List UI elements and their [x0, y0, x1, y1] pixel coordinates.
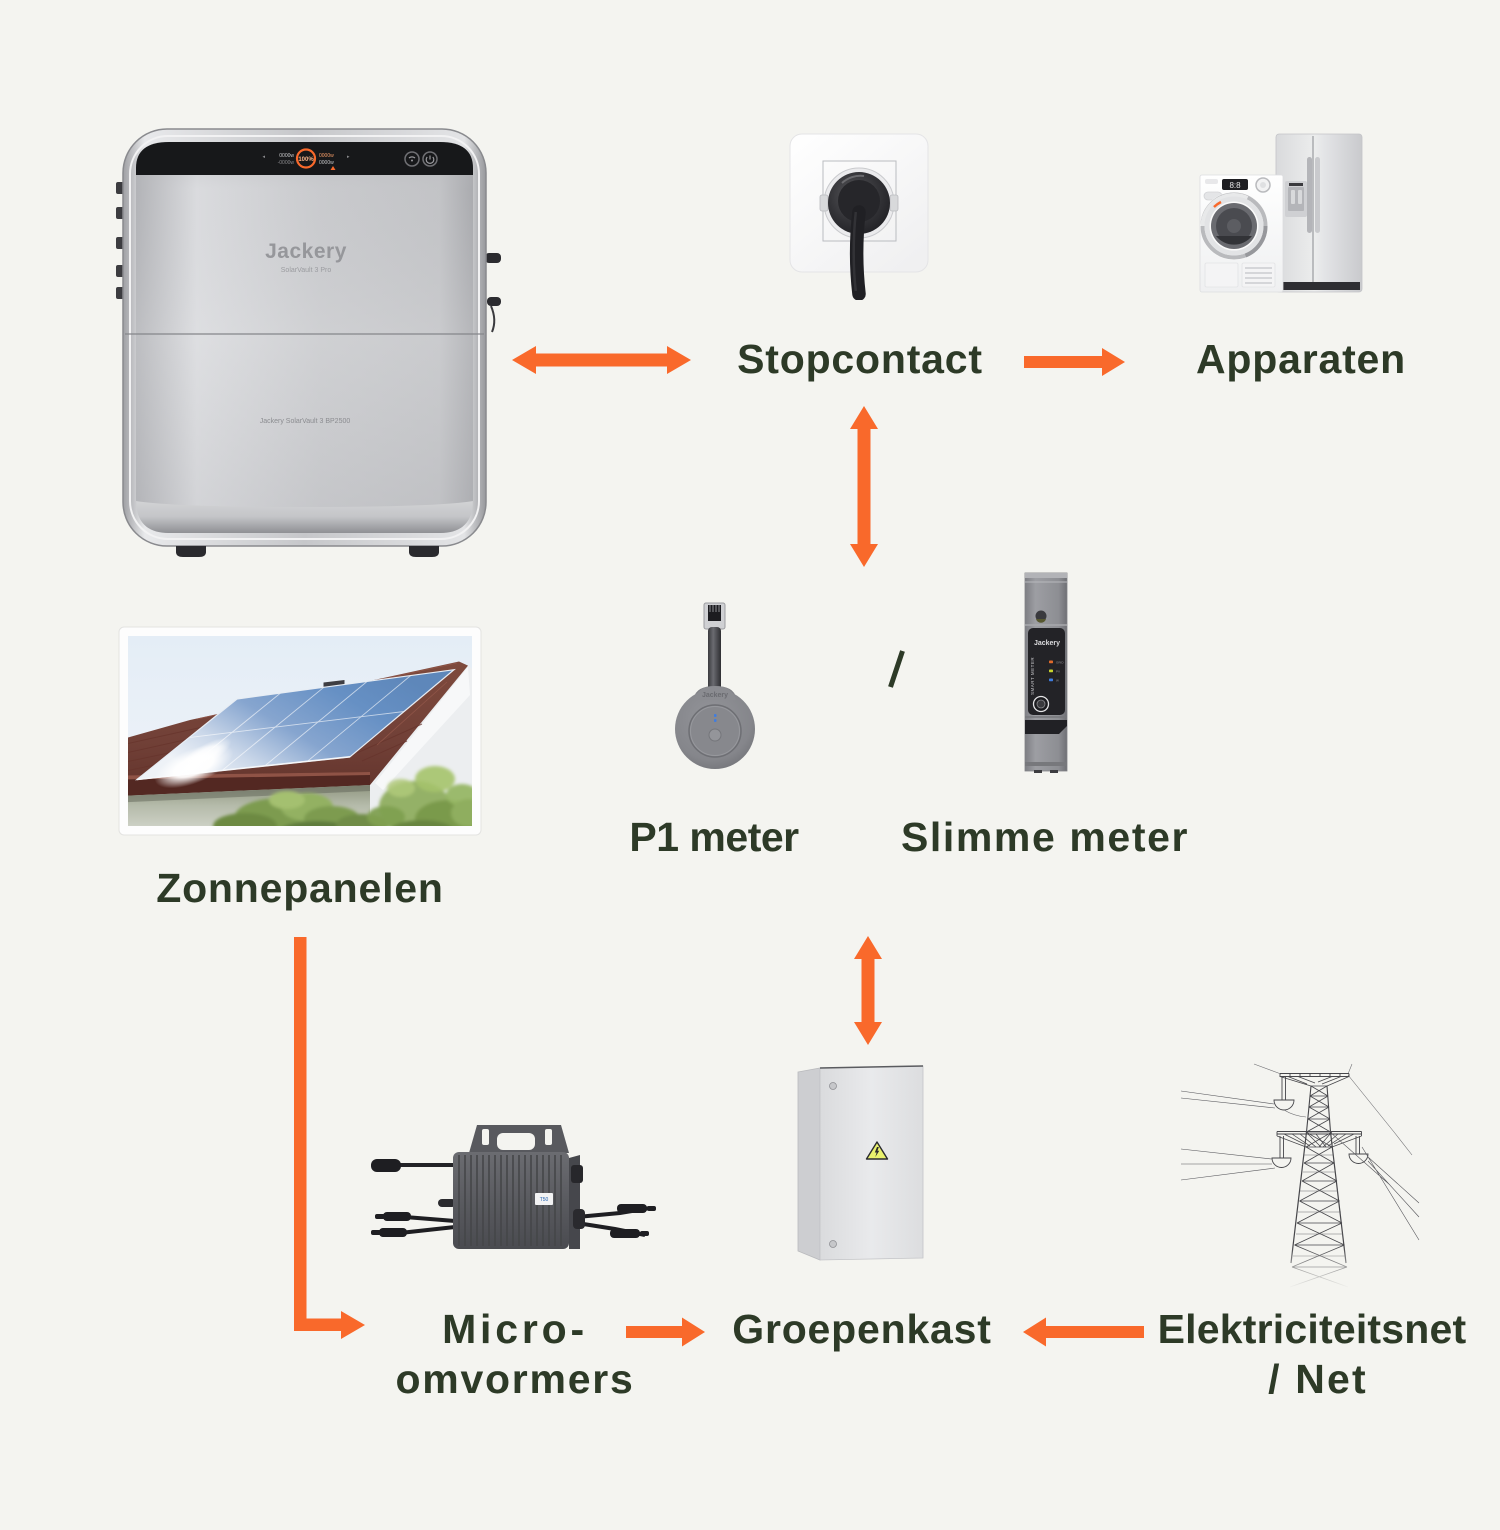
svg-text:Jackery SolarVault 3 BP2500: Jackery SolarVault 3 BP2500: [260, 418, 351, 425]
svg-text:SMART METER: SMART METER: [1030, 657, 1035, 695]
svg-text:Jackery: Jackery: [702, 692, 728, 699]
svg-text:8:8: 8:8: [1229, 181, 1241, 190]
svg-text:0000w: 0000w: [319, 153, 334, 159]
svg-text:◂: ◂: [262, 154, 265, 160]
svg-text:-0000w: -0000w: [278, 160, 295, 166]
svg-text:T50: T50: [540, 1197, 549, 1203]
svg-text:Jackery: Jackery: [265, 240, 347, 263]
svg-text:100%: 100%: [298, 157, 314, 163]
svg-text:0000w: 0000w: [319, 160, 334, 166]
svg-text:0000w: 0000w: [279, 153, 294, 159]
svg-text:PV: PV: [1056, 669, 1060, 673]
svg-text:GRID: GRID: [1056, 660, 1064, 664]
svg-text:W: W: [1056, 678, 1059, 682]
svg-text:Jackery: Jackery: [1034, 640, 1060, 647]
svg-text:▸: ▸: [347, 154, 350, 160]
svg-text:SolarVault 3 Pro: SolarVault 3 Pro: [281, 267, 332, 274]
